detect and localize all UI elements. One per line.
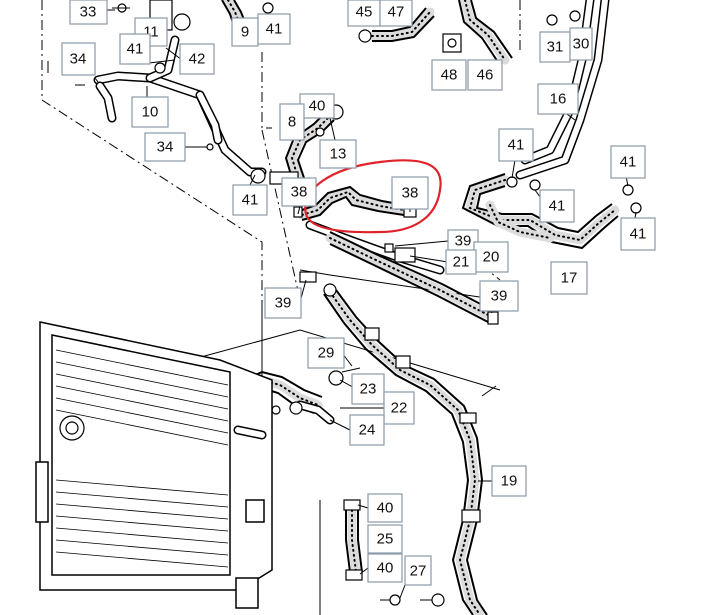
callout-34[interactable]: 34	[144, 132, 186, 162]
svg-text:48: 48	[441, 67, 458, 84]
callout-45[interactable]: 45	[347, 0, 381, 27]
svg-text:39: 39	[455, 233, 472, 250]
callout-39[interactable]: 39	[479, 280, 519, 312]
callout-13[interactable]: 13	[319, 139, 357, 169]
svg-text:10: 10	[142, 104, 159, 121]
callout-48[interactable]: 48	[431, 59, 467, 91]
radiator-fins	[55, 349, 229, 568]
svg-text:17: 17	[561, 270, 578, 287]
svg-text:13: 13	[330, 146, 347, 163]
svg-text:38: 38	[291, 184, 308, 201]
callout-41[interactable]: 41	[119, 33, 151, 65]
svg-text:19: 19	[501, 473, 518, 490]
upper-left-pipe-assembly	[75, 0, 267, 177]
callout-19[interactable]: 19	[491, 465, 527, 497]
callout-17[interactable]: 17	[550, 261, 588, 295]
callout-41[interactable]: 41	[232, 184, 268, 216]
callout-41[interactable]: 41	[257, 13, 291, 45]
highlight-outline	[304, 159, 442, 234]
callout-34[interactable]: 34	[61, 42, 96, 76]
hose-19	[323, 283, 497, 615]
callout-29[interactable]: 29	[307, 337, 345, 369]
svg-text:38: 38	[402, 185, 419, 202]
svg-text:41: 41	[549, 198, 566, 215]
callout-41[interactable]: 41	[610, 145, 646, 179]
svg-text:27: 27	[410, 563, 427, 580]
callout-46[interactable]: 46	[467, 59, 503, 91]
pipe-21-assembly	[299, 220, 499, 325]
callout-47[interactable]: 47	[379, 0, 413, 27]
svg-text:20: 20	[483, 249, 500, 266]
callout-42[interactable]: 42	[179, 43, 215, 75]
callout-30[interactable]: 30	[569, 27, 593, 61]
svg-text:34: 34	[70, 51, 87, 68]
callout-10[interactable]: 10	[131, 96, 169, 128]
svg-text:23: 23	[360, 381, 377, 398]
callout-24[interactable]: 24	[349, 414, 385, 446]
svg-text:41: 41	[620, 154, 637, 171]
svg-text:39: 39	[275, 295, 292, 312]
svg-text:16: 16	[550, 91, 567, 108]
svg-text:31: 31	[547, 39, 564, 56]
callout-16[interactable]: 16	[537, 83, 579, 115]
svg-text:33: 33	[80, 4, 97, 21]
callout-39[interactable]: 39	[264, 287, 302, 319]
hose-17	[461, 173, 642, 250]
callout-40[interactable]: 40	[367, 493, 403, 523]
callout-23[interactable]: 23	[351, 373, 385, 405]
svg-text:25: 25	[377, 531, 394, 548]
svg-text:9: 9	[241, 24, 249, 41]
svg-text:46: 46	[477, 67, 494, 84]
callout-41[interactable]: 41	[498, 128, 534, 162]
callout-labels: 33 11 9 41 45 47 31 30 34 41 42 48 46 16…	[61, 0, 656, 586]
callout-38[interactable]: 38	[281, 177, 317, 207]
svg-text:29: 29	[318, 345, 335, 362]
hose-25	[343, 499, 445, 607]
svg-text:8: 8	[288, 114, 296, 131]
callout-40[interactable]: 40	[299, 93, 335, 119]
svg-text:47: 47	[388, 4, 405, 21]
callout-33[interactable]: 33	[69, 0, 108, 25]
callout-8[interactable]: 8	[279, 103, 305, 141]
callout-38[interactable]: 38	[391, 176, 429, 210]
svg-text:40: 40	[377, 500, 394, 517]
svg-text:40: 40	[377, 560, 394, 577]
callout-41[interactable]: 41	[620, 217, 656, 251]
svg-text:21: 21	[453, 254, 470, 271]
callout-27[interactable]: 27	[404, 555, 432, 586]
svg-text:40: 40	[309, 98, 326, 115]
svg-text:41: 41	[630, 226, 647, 243]
callout-22[interactable]: 22	[383, 391, 415, 425]
callout-41[interactable]: 41	[539, 189, 575, 223]
callout-40[interactable]: 40	[367, 553, 403, 583]
callout-21[interactable]: 21	[445, 249, 477, 275]
svg-text:41: 41	[266, 21, 283, 38]
svg-text:30: 30	[573, 36, 590, 53]
svg-text:45: 45	[356, 4, 373, 21]
svg-text:22: 22	[391, 400, 408, 417]
callout-20[interactable]: 20	[473, 241, 509, 273]
radiator	[35, 321, 273, 609]
svg-text:41: 41	[242, 192, 259, 209]
svg-text:24: 24	[359, 422, 376, 439]
svg-text:41: 41	[508, 137, 525, 154]
svg-text:41: 41	[127, 41, 144, 58]
callout-9[interactable]: 9	[231, 17, 259, 47]
svg-text:34: 34	[157, 139, 174, 156]
svg-text:42: 42	[189, 51, 206, 68]
callout-31[interactable]: 31	[539, 31, 571, 63]
callout-39[interactable]: 39	[447, 229, 479, 253]
callout-25[interactable]: 25	[367, 524, 403, 554]
svg-text:39: 39	[491, 288, 508, 305]
